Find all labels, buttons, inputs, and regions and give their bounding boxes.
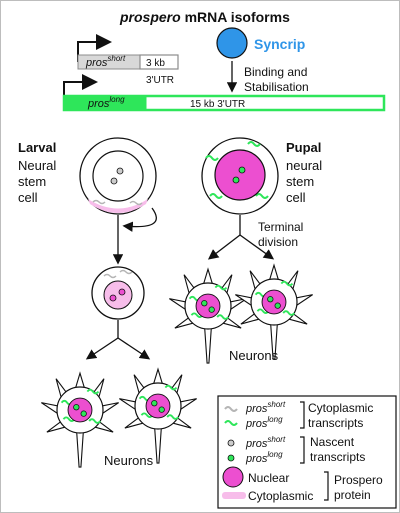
legend-pros-short-nascent: prosshort [245, 435, 286, 450]
pupal-neuron-right [234, 264, 314, 360]
legend: prosshort proslong Cytoplasmic transcrip… [217, 395, 397, 509]
binding-label-2: Stabilisation [244, 80, 309, 94]
syncrip-label: Syncrip [254, 36, 305, 52]
legend-short-nascent-swatch [227, 439, 235, 447]
legend-cyto-2: transcripts [308, 416, 363, 430]
pros-short-utr-size: 3 kb [146, 58, 165, 69]
binding-label-1: Binding and [244, 65, 307, 79]
pros-short-gene: prosshort 3 kb 3'UTR [77, 34, 179, 86]
larval-neurons-label: Neurons [104, 453, 154, 468]
pros-short-name: prosshort [85, 54, 126, 69]
legend-prospero-2: protein [334, 488, 371, 502]
pros-long-gene: proslong 15 kb 3'UTR [62, 74, 386, 112]
pupal-label-4: cell [286, 190, 306, 205]
pupal-label-1: Pupal [286, 140, 321, 155]
larval-neuron-right [118, 368, 198, 464]
larval-label-4: cell [18, 190, 38, 205]
pupal-neurons-label: Neurons [229, 348, 279, 363]
larval-label-2: Neural [18, 158, 56, 173]
pros-long-utr: 15 kb 3'UTR [190, 99, 245, 110]
legend-cytoplasmic-swatch [222, 492, 246, 499]
legend-prospero-1: Prospero [334, 473, 383, 487]
legend-nascent-2: transcripts [310, 450, 365, 464]
legend-cyto-1: Cytoplasmic [308, 401, 373, 415]
legend-long-nascent-swatch [227, 454, 235, 462]
legend-cytoplasmic: Cytoplasmic [248, 489, 313, 503]
legend-pros-long-nascent: proslong [245, 450, 283, 465]
larval-daughter-cell [85, 266, 151, 360]
legend-nuclear-swatch [222, 466, 244, 488]
larval-label-1: Larval [18, 140, 56, 155]
diagram-title: prospero mRNA isoforms [119, 9, 290, 25]
pros-long-name: proslong [87, 95, 125, 110]
terminal-label-2: division [258, 235, 298, 249]
legend-short-transcript-swatch [224, 406, 238, 412]
pupal-label-2: neural [286, 158, 322, 173]
pupal-label-3: stem [286, 174, 314, 189]
legend-long-transcript-swatch [224, 420, 238, 426]
syncrip: Syncrip Binding and Stabilisation [216, 27, 309, 94]
legend-nuclear: Nuclear [248, 471, 289, 485]
larval-stem-cell: Larval Neural stem cell [18, 137, 157, 265]
legend-pros-short-cyto: prosshort [245, 400, 286, 415]
pupal-stem-cell: Pupal neural stem cell Terminal division [201, 137, 322, 260]
terminal-label-1: Terminal [258, 220, 303, 234]
legend-nascent-1: Nascent [310, 435, 355, 449]
larval-label-3: stem [18, 174, 46, 189]
legend-pros-long-cyto: proslong [245, 415, 283, 430]
pros-short-utr-label: 3'UTR [146, 75, 174, 86]
